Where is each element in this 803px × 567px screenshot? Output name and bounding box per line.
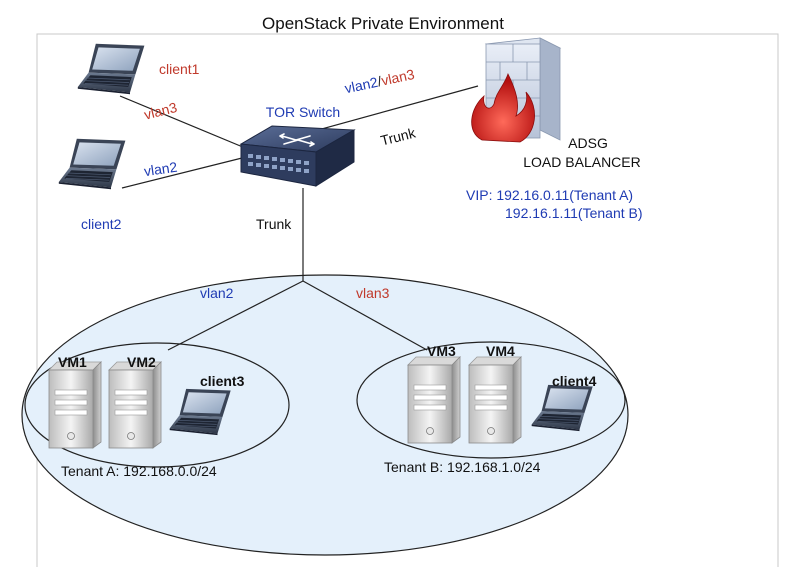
client1-vlan-label: vlan3 xyxy=(142,99,179,123)
vm4-label: VM4 xyxy=(486,343,515,359)
tenant-b-label: Tenant B: 192.168.1.0/24 xyxy=(384,459,541,475)
tor-switch-icon[interactable] xyxy=(239,125,356,187)
tenant-a-ellipse xyxy=(24,342,290,468)
tenant-b-link xyxy=(302,280,428,351)
lb-vlan-a: vlan2 xyxy=(343,74,379,97)
lb-vlan-b: vlan3 xyxy=(380,66,416,89)
diagram-title: OpenStack Private Environment xyxy=(262,14,504,33)
tenant-a-label: Tenant A: 192.168.0.0/24 xyxy=(61,463,217,479)
tenant-a-link xyxy=(167,280,304,351)
client2-vlan-label: vlan2 xyxy=(143,159,179,180)
lb-vlan-label: vlan2/vlan3 xyxy=(343,66,416,96)
tenant-a-vlan-label: vlan2 xyxy=(200,285,234,301)
vip-line1: VIP: 192.16.0.11(Tenant A) xyxy=(466,187,633,203)
client1-link xyxy=(119,95,251,151)
switch-trunk-label: Trunk xyxy=(256,216,292,232)
lb-link xyxy=(317,85,479,131)
lb-type-label: LOAD BALANCER xyxy=(523,154,640,170)
vm2-label: VM2 xyxy=(127,354,156,370)
environment-border xyxy=(36,33,779,567)
tenant-b-vlan-label: vlan3 xyxy=(356,285,390,301)
tenant-b-ellipse xyxy=(356,341,626,459)
firewall-icon[interactable] xyxy=(471,37,562,143)
connection-lines xyxy=(119,85,479,351)
tor-switch-label: TOR Switch xyxy=(266,104,340,120)
client2-laptop-icon[interactable] xyxy=(58,138,126,190)
vip-line2: 192.16.1.11(Tenant B) xyxy=(505,205,643,221)
client2-label: client2 xyxy=(81,216,122,232)
client2-link xyxy=(121,155,251,189)
tenant-network-ellipse xyxy=(21,274,629,556)
vm4-server-icon[interactable] xyxy=(468,356,522,444)
vm3-label: VM3 xyxy=(427,343,456,359)
client1-laptop-icon[interactable] xyxy=(77,43,145,95)
client1-label: client1 xyxy=(159,61,200,77)
vm3-server-icon[interactable] xyxy=(407,356,461,444)
lb-vlan-sep: / xyxy=(376,73,383,89)
vm1-server-icon[interactable] xyxy=(48,361,102,449)
client4-label: client4 xyxy=(552,373,597,389)
vm2-server-icon[interactable] xyxy=(108,361,162,449)
lb-trunk-label: Trunk xyxy=(379,124,418,148)
client3-label: client3 xyxy=(200,373,245,389)
vm1-label: VM1 xyxy=(58,354,87,370)
lb-name-label: ADSG xyxy=(568,135,608,151)
